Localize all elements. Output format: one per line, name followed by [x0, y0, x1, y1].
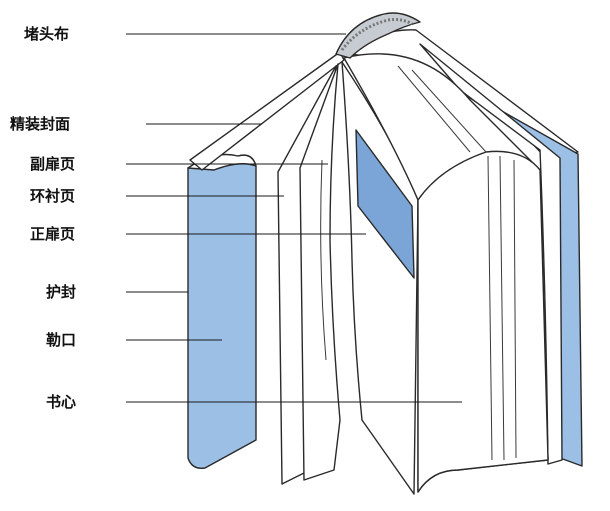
left-jacket-flap — [187, 153, 257, 469]
label-jacket-flap: 勒口 — [46, 331, 76, 349]
label-fly-leaf: 副扉页 — [30, 155, 75, 173]
left-cover-top — [189, 51, 345, 171]
label-endpaper: 环衬页 — [30, 187, 75, 205]
fly-leaf-sheet — [299, 63, 341, 481]
headband — [335, 12, 421, 59]
title-page-sheet — [341, 61, 419, 495]
label-headband: 堵头布 — [24, 25, 69, 43]
label-title-page: 正扉页 — [30, 225, 75, 243]
label-book-block: 书心 — [46, 393, 76, 411]
book-block-front-curve — [417, 150, 549, 493]
left-page-stack — [277, 63, 341, 485]
label-dust-jacket: 护封 — [46, 283, 76, 301]
headband-band — [335, 12, 421, 59]
title-page-window — [355, 129, 415, 279]
left-jacket-panel — [187, 154, 257, 469]
book-block — [343, 53, 549, 493]
label-hardcover: 精装封面 — [10, 115, 70, 133]
